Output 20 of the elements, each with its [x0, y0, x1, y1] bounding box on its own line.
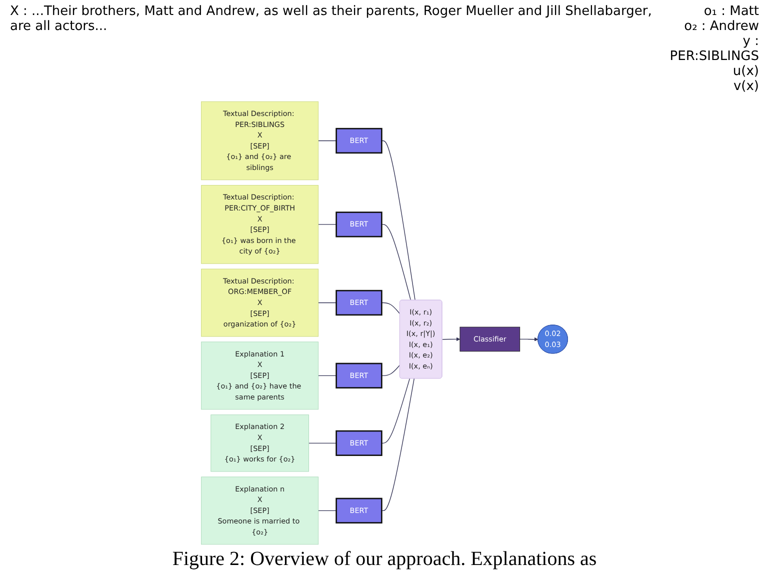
connector: [318, 302, 337, 304]
arrow: [520, 337, 538, 342]
connector: [381, 302, 400, 314]
annotation-text: u(x): [732, 64, 759, 79]
annotation-text: o₂ : Andrew: [683, 19, 759, 34]
connector: [318, 140, 337, 142]
connector: [381, 378, 410, 444]
connector: [381, 364, 400, 376]
connector: [308, 442, 337, 444]
annotation-text: v(x): [732, 79, 759, 94]
sentence-text: X : ...Their brothers, Matt and Andrew, as well as their parents, Roger Mueller and Jill Shellabarger, are all actors...: [10, 4, 653, 36]
connector: [318, 375, 337, 376]
annotation-text: o₁ : Matt: [702, 4, 759, 19]
connector: [318, 510, 337, 511]
connector: [381, 378, 414, 511]
arrow: [442, 337, 460, 342]
figure-caption: Figure 2: Overview of our approach. Explanations as: [171, 548, 598, 571]
connector: [381, 224, 412, 301]
connector: [318, 224, 337, 225]
connector: [381, 140, 416, 301]
